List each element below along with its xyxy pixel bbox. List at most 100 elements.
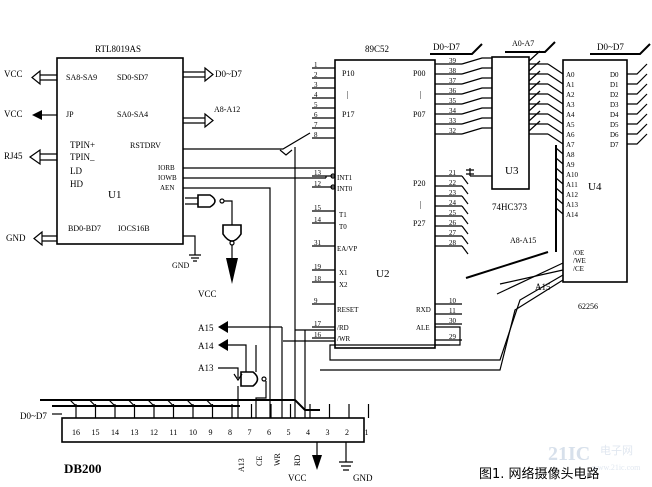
u2-port0-wire [461,67,492,75]
logic-gates: VCC [185,194,267,387]
db200-pin-number: 11 [170,428,178,437]
db200-pin-number: 2 [345,428,349,437]
u2-pin-x1: X1 [339,269,348,277]
u4-high-addr-wire [555,167,564,175]
u3-bus-tap [528,120,541,132]
u4-address-pin-label: A1 [566,81,575,89]
net-d0-d7-u2: D0~D7 [433,42,460,52]
address-arrows: A15 A14 A13 [198,321,282,382]
wire-a14-left [228,344,247,372]
u2-left-pin-number: 13 [314,169,322,177]
u3-bus-tap [528,70,541,82]
net-vcc-3: VCC [198,289,217,299]
u2-right-pin-number: 33 [449,117,457,125]
arrow-vcc-2 [32,110,42,120]
u1-pin-iorb: IORB [158,164,175,172]
db200-pin-number: 1 [365,428,369,437]
net-gnd-2: GND [172,261,190,270]
u3-chip-name: 74HC373 [492,202,528,212]
u2-left-pin-number: 9 [314,297,318,305]
u3-bus-tap [528,100,541,112]
u2-port2-wire [461,235,469,245]
u2-right-pin-number: 27 [449,229,457,237]
net-vcc-1: VCC [4,69,23,79]
gate-1-bubble [219,198,225,204]
db200-data-tap [206,399,213,407]
u4-high-addr-wire [555,197,564,205]
u3-bus-tap [528,80,541,92]
u4-data-wire [627,93,648,105]
u1-pin-rstdrv: RSTDRV [130,141,161,150]
u3-bus-tap [528,90,541,102]
db200-pin-number: 14 [111,428,119,437]
u1-pin-tpin-minus: TPIN_ [70,152,95,162]
net-a8-a15: A8-A15 [510,236,536,245]
u2-pin-t1: T1 [339,211,347,219]
gate-1 [197,194,216,208]
u4-address-pin-label: A0 [566,71,575,79]
u4-high-addr-wire [555,157,564,165]
gate-2 [222,224,242,242]
u2-right-pin-number: 23 [449,189,457,197]
u2-left-pin-number: 12 [314,180,322,188]
u4-data-wire [627,63,648,75]
net-a0-a7: A0-A7 [512,39,534,48]
chip-u1-rtl8019as: RTL8019AS U1 SA8-SA9 SD0-SD7 JP SA0-SA4 … [56,44,184,245]
u4-address-pin-label: A8 [566,151,575,159]
u2-body [334,59,436,349]
u2-pin-int1: INT1 [337,174,353,182]
db200-pin-number: 3 [326,428,330,437]
u4-high-addr-wire [555,177,564,185]
arrow-a8-a12-u1 [183,112,214,129]
u2-right-pin-number: 21 [449,169,457,177]
u4-data-pin-label: D3 [610,101,619,109]
u2-right-pin-number: 30 [449,317,457,325]
u2-pin-sep-right-2: | [420,200,422,209]
u4-address-pin-label: A11 [566,181,578,189]
net-vcc-2: VCC [4,109,23,119]
u4-control-pins: /OE/WE/CE [573,249,586,273]
net-rj45: RJ45 [4,151,23,161]
u3-to-u4-wire [547,123,564,135]
u2-left-pin-number: 15 [314,204,322,212]
u2-left-pin-number: 19 [314,263,322,271]
u2-right-pin-number: 36 [449,87,457,95]
arrow-rj45 [28,148,57,166]
net-vcc-db: VCC [288,473,307,483]
db200-name: DB200 [64,461,102,476]
u2-pin-p10: P10 [342,69,354,78]
bus-a8-a15 [465,251,549,279]
u2-port2-wire [461,185,469,195]
u2-right-pin-number: 35 [449,97,457,105]
u2-port2-wire [461,175,469,185]
u4-data-pin-label: D4 [610,111,619,119]
gate-3 [240,371,259,387]
u2-right-pin-number: 39 [449,57,457,65]
db200-pin-number: 10 [189,428,197,437]
u4-data-wire [627,133,648,145]
db200-body [61,417,365,443]
db200-data-tap [89,399,96,407]
u4-address-pin-label: A10 [566,171,579,179]
figure-caption: 图1. 网络摄像头电路 [479,466,600,482]
db200-pin-number: 7 [248,428,252,437]
u2-pin-ea-vp: EA/VP [337,245,357,253]
u2-port2-wire [461,225,469,235]
u3-to-u4-wire [547,83,564,95]
u2-pin-rd: /RD [337,324,349,332]
u3-bus-tap [528,50,541,62]
u3-to-u4-wire [547,63,564,75]
chip-u4-62256: U4 62256 D0~D7 [562,42,651,311]
u4-data-pin-label: D5 [610,121,619,129]
u2-right-pin-number: 37 [449,77,457,85]
u2-right-pin-number: 34 [449,107,457,115]
u2-ref: U2 [376,268,389,280]
db200-data-tap [69,399,77,407]
u1-pin-aen: AEN [160,184,174,192]
u2-right-pin-number: 25 [449,209,457,217]
u3-to-u4-wire [547,113,564,125]
u2-port0-wire [461,97,492,105]
u2-pin-bubble [330,184,336,190]
